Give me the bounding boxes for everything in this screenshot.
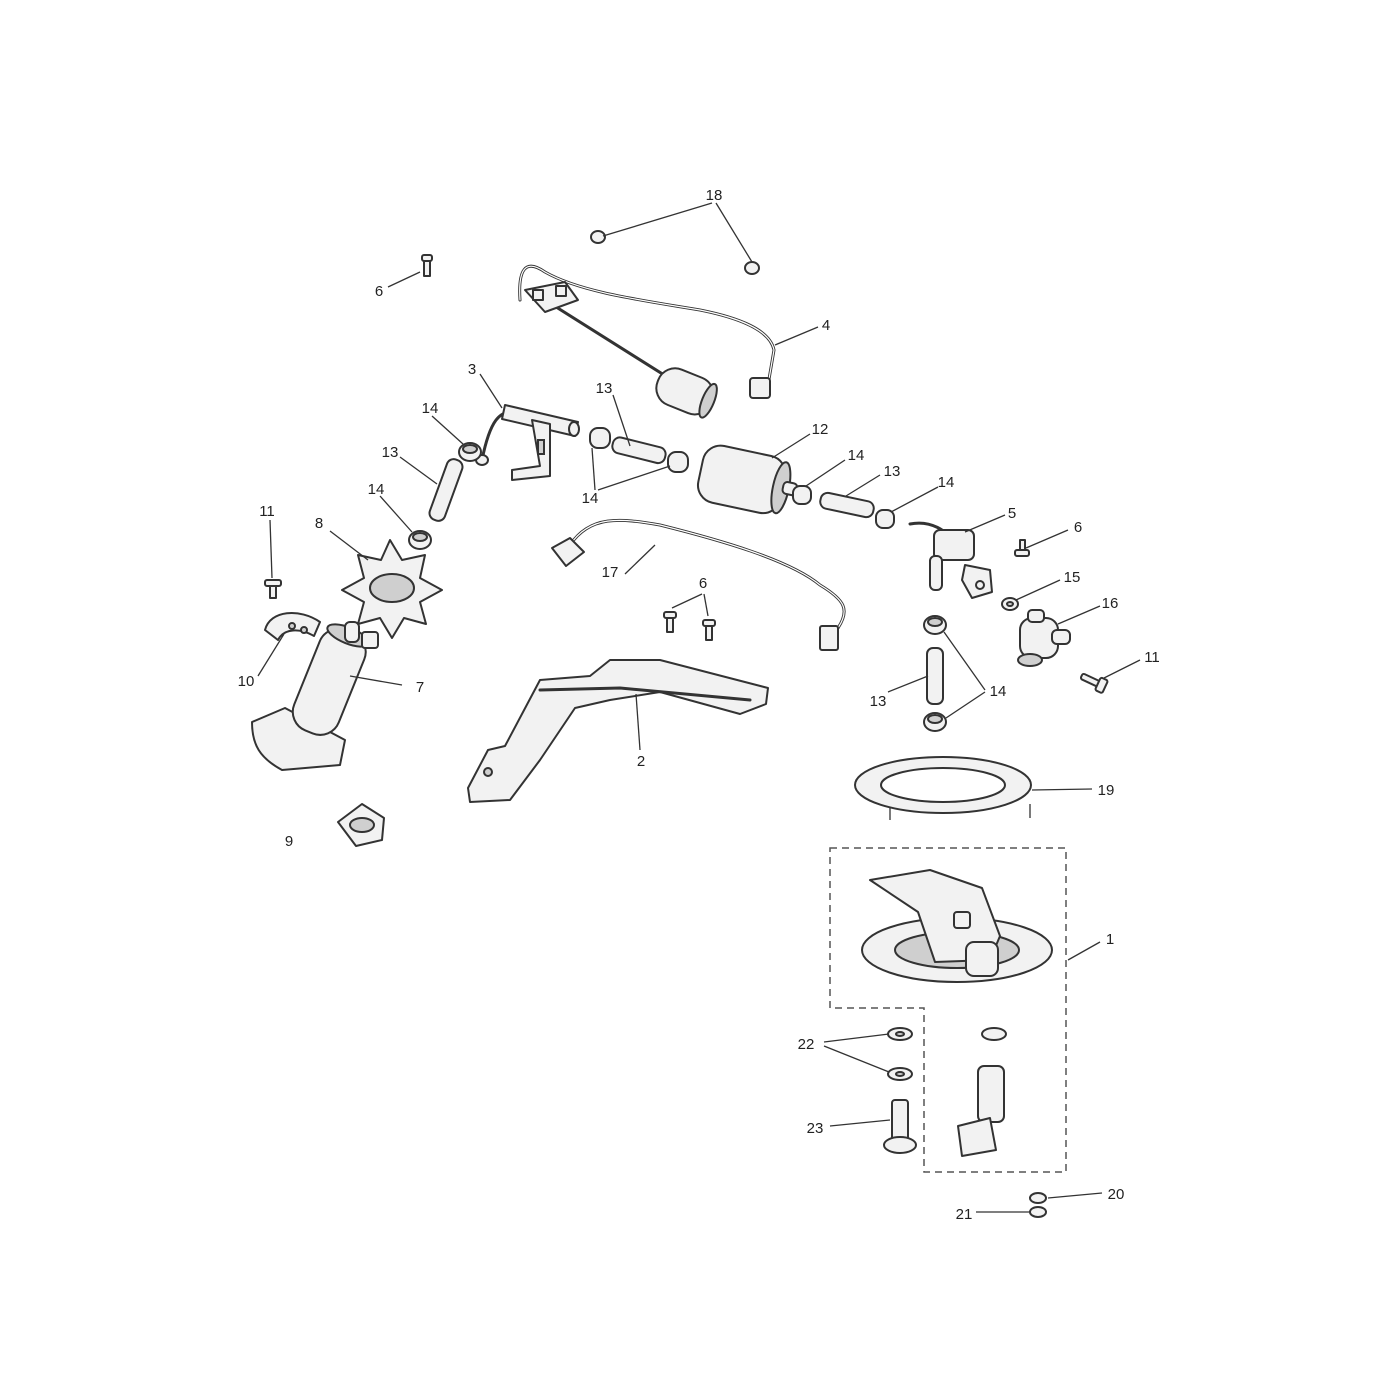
part-11-screw-left xyxy=(264,579,282,599)
callout-9: 9 xyxy=(285,833,293,850)
callout-13-right: 13 xyxy=(884,463,901,480)
part-2-bracket xyxy=(467,659,769,803)
callout-23: 23 xyxy=(807,1120,824,1137)
part-22-washers xyxy=(887,1027,913,1081)
part-7-fuel-pump xyxy=(251,621,379,771)
callout-16: 16 xyxy=(1102,595,1119,612)
part-12-fuel-filter xyxy=(696,444,799,515)
callout-12: 12 xyxy=(812,421,829,438)
part-14-clamp-d xyxy=(667,451,689,473)
callout-17: 17 xyxy=(602,564,619,581)
callout-20: 20 xyxy=(1108,1186,1125,1203)
callout-5: 5 xyxy=(1008,505,1016,522)
part-14-clamp-e xyxy=(792,485,812,505)
callout-4: 4 xyxy=(822,317,830,334)
part-8-pump-filter xyxy=(341,539,443,639)
callout-15: 15 xyxy=(1064,569,1081,586)
callout-6-right: 6 xyxy=(1074,519,1082,536)
callout-14-f: 14 xyxy=(990,683,1007,700)
part-14-clamp-b xyxy=(408,530,432,550)
part-13-hose-d xyxy=(926,647,944,705)
part-18-clips xyxy=(590,230,760,275)
part-6-screw-top xyxy=(421,254,433,277)
leader-lines xyxy=(257,202,1141,1213)
callout-6-top: 6 xyxy=(375,283,383,300)
callout-13-bottom: 13 xyxy=(870,693,887,710)
part-20-21-washers xyxy=(1029,1192,1047,1218)
part-13-hose-b xyxy=(611,436,667,465)
callout-3: 3 xyxy=(468,361,476,378)
part-4-level-sender xyxy=(518,264,776,419)
part-17-harness xyxy=(551,518,846,651)
callout-11-right: 11 xyxy=(1144,649,1160,666)
part-5-pipe-union xyxy=(908,521,993,599)
callout-14-b: 14 xyxy=(368,481,385,498)
callout-2: 2 xyxy=(637,753,645,770)
part-19-gasket xyxy=(854,756,1032,820)
part-13-hose-a xyxy=(428,458,464,522)
part-15-washer xyxy=(1001,597,1019,611)
callout-22: 22 xyxy=(798,1036,815,1053)
part-11-screw-right xyxy=(1079,672,1109,694)
part-6-screw-right xyxy=(1014,539,1030,557)
callout-14-a: 14 xyxy=(422,400,439,417)
callout-1: 1 xyxy=(1106,931,1114,948)
callout-7: 7 xyxy=(416,679,424,696)
part-6-screws-centre xyxy=(663,611,716,641)
callout-14-d: 14 xyxy=(848,447,865,464)
callout-8: 8 xyxy=(315,515,323,532)
callout-19: 19 xyxy=(1098,782,1115,799)
callout-14-c: 14 xyxy=(582,490,599,507)
callout-14-e: 14 xyxy=(938,474,955,491)
part-14-clamp-a xyxy=(458,442,482,462)
part-14-clamp-c xyxy=(589,427,611,449)
part-23-bolt xyxy=(883,1099,917,1154)
callout-10: 10 xyxy=(238,673,255,690)
part-1-assembly xyxy=(829,847,1067,1173)
callout-labels: 18 6 4 3 13 14 13 14 14 12 14 13 14 5 6 … xyxy=(238,187,1160,1223)
callout-13-centre: 13 xyxy=(596,380,613,397)
part-13-hose-c xyxy=(819,491,875,519)
part-9-strainer xyxy=(337,803,385,847)
part-10-pump-clamp xyxy=(264,611,321,641)
part-16-valve xyxy=(1017,609,1071,667)
part-14-clamp-h xyxy=(923,712,947,732)
callout-21: 21 xyxy=(956,1206,973,1223)
part-14-clamp-g xyxy=(923,615,947,635)
callout-11-left: 11 xyxy=(259,503,275,520)
callout-18: 18 xyxy=(706,187,723,204)
callout-6-centre: 6 xyxy=(699,575,707,592)
part-3-pipe-bracket xyxy=(475,404,580,481)
callout-13-left: 13 xyxy=(382,444,399,461)
part-14-clamp-f xyxy=(875,509,895,529)
